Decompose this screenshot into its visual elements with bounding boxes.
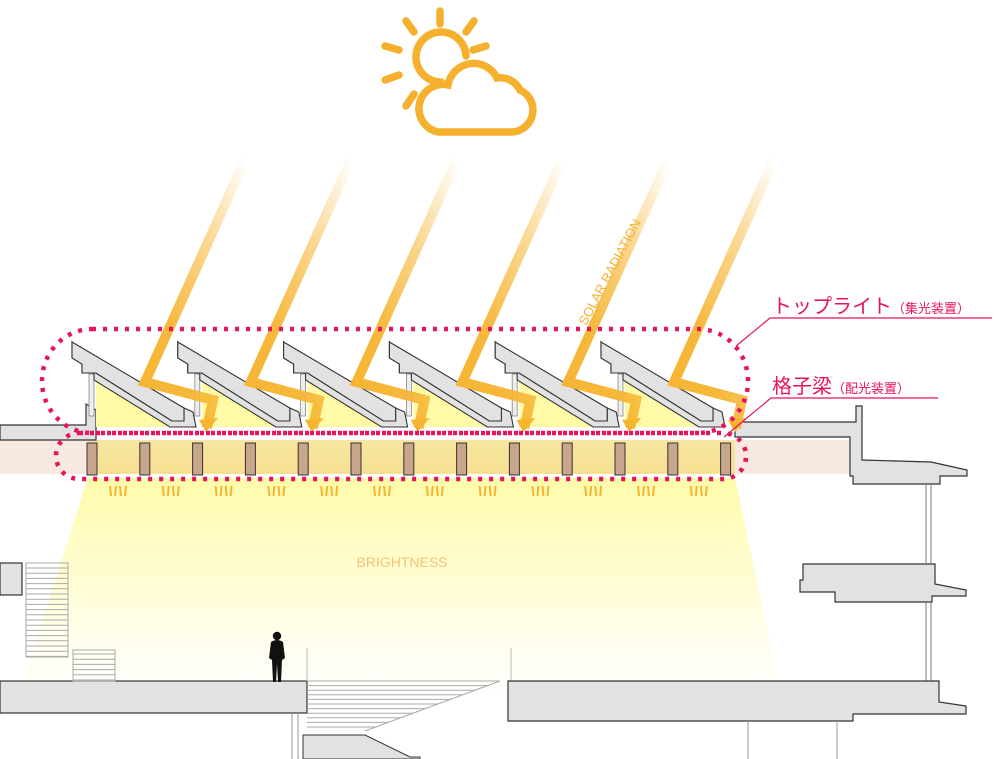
right-structure [734,405,968,682]
grid-beam [86,442,98,476]
sun-behind-cloud-icon [381,7,537,136]
light-tick-group [320,485,339,497]
gridbeam-highlight-outline [53,430,749,482]
light-tick-group [478,485,497,497]
light-tick-group [637,485,655,497]
light-tick-group [214,485,233,497]
grid-beam [403,442,415,476]
skylight-module [71,340,197,428]
ceiling-band-left [0,440,90,474]
light-tick-group [267,485,286,497]
grid-beam [720,442,732,476]
ray-arrowhead [516,418,536,432]
skylight-modules [71,340,726,428]
gridbeam-leader-line [723,397,938,438]
grid-beams [86,442,732,476]
light-tick-group [161,485,180,497]
ray-arrowhead [199,418,218,432]
solar-ray [138,157,250,432]
lower-floor-right [507,680,967,759]
stair-left [25,562,116,682]
gridbeam-label: 格子梁（配光装置） [772,374,910,398]
lower-floor-left [0,562,308,759]
toplight-highlight-outline [39,326,751,436]
light-tick-group [373,485,391,497]
solar-rays [138,157,779,432]
cloud-icon [415,59,537,136]
grid-beam [244,442,256,476]
grid-beam [350,442,362,476]
brightness-light-cone [20,478,780,690]
solar-ray [243,157,356,432]
ray-arrowhead [410,418,430,432]
solar-radiation-label: SOLAR RADIATION [575,217,643,328]
sloped-roof-slab-top [71,341,185,422]
light-tick-group [425,485,444,497]
light-distribution-ticks [109,485,708,497]
sloped-roof-slab-top [283,341,397,422]
sloped-roof-slab-top [388,341,502,422]
sun-rays-icon [381,7,490,110]
sun-disc-icon [412,28,470,86]
grid-beam [561,442,573,476]
sloped-roof-slab-top [177,341,291,422]
ceiling-band-right [735,440,850,474]
sloped-roof-slab-top [600,341,714,422]
skylight-module [600,340,726,428]
grid-beam [667,442,679,476]
sloped-roof-slab-top [494,341,608,422]
light-tick-group [584,485,603,497]
grid-beam [456,442,468,476]
solar-ray [455,157,567,432]
toplight-leader-line [735,317,992,347]
light-tick-group [531,485,550,497]
grid-beam [508,442,520,476]
brightness-label: BRIGHTNESS [356,554,447,570]
glazing-mullion [88,373,95,417]
grid-beam [614,442,626,476]
toplight-label: トップライト（集光装置） [772,294,970,318]
grid-beam [297,442,309,476]
grid-beam [139,442,151,476]
solar-ray [561,157,673,432]
grid-beam [192,442,204,476]
light-tick-group [109,485,127,497]
human-figure [269,631,285,682]
light-tick-group [689,485,708,497]
ray-arrowhead [622,418,642,432]
ray-arrowhead [304,418,324,432]
solar-ray [349,157,462,432]
central-stair [302,648,512,759]
solar-ray [667,157,779,432]
